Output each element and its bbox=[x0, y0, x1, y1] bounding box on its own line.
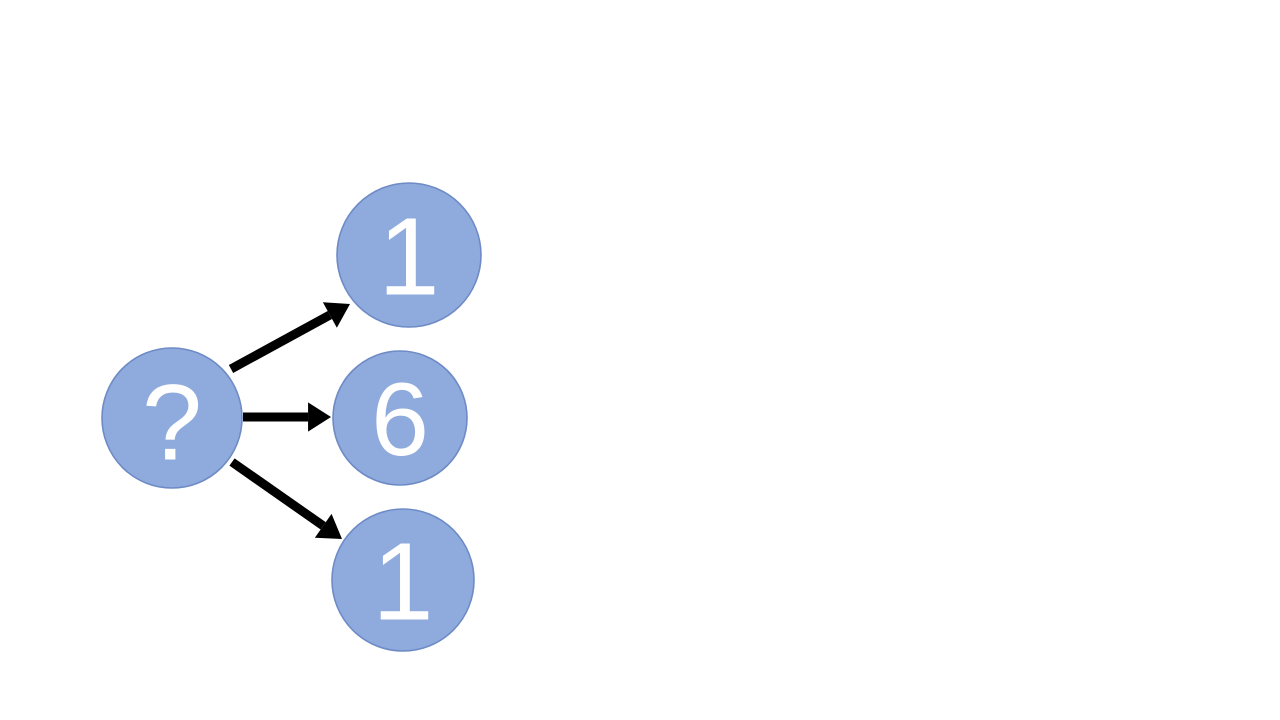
node-circle[interactable] bbox=[101, 347, 243, 489]
node-label: 1 bbox=[378, 196, 439, 319]
node-circle[interactable] bbox=[336, 182, 482, 328]
node-circle[interactable] bbox=[332, 350, 468, 486]
node-label: 1 bbox=[372, 521, 433, 644]
node-label: 6 bbox=[371, 362, 429, 478]
arrowhead-icon bbox=[308, 402, 331, 432]
diagram-node[interactable]: 1 bbox=[331, 508, 475, 652]
node-circle[interactable] bbox=[331, 508, 475, 652]
diagram-node[interactable]: 6 bbox=[332, 350, 468, 486]
arrowhead-icon bbox=[322, 302, 350, 328]
edge-arrow bbox=[228, 302, 350, 373]
edge-arrow bbox=[229, 458, 342, 539]
node-label: ? bbox=[142, 362, 202, 483]
edge-shaft bbox=[229, 458, 326, 530]
diagram-node[interactable]: 1 bbox=[336, 182, 482, 328]
edge-arrow bbox=[243, 402, 331, 432]
arrowhead-icon bbox=[314, 513, 342, 539]
diagram-node[interactable]: ? bbox=[101, 347, 243, 489]
edge-shaft bbox=[228, 311, 333, 373]
